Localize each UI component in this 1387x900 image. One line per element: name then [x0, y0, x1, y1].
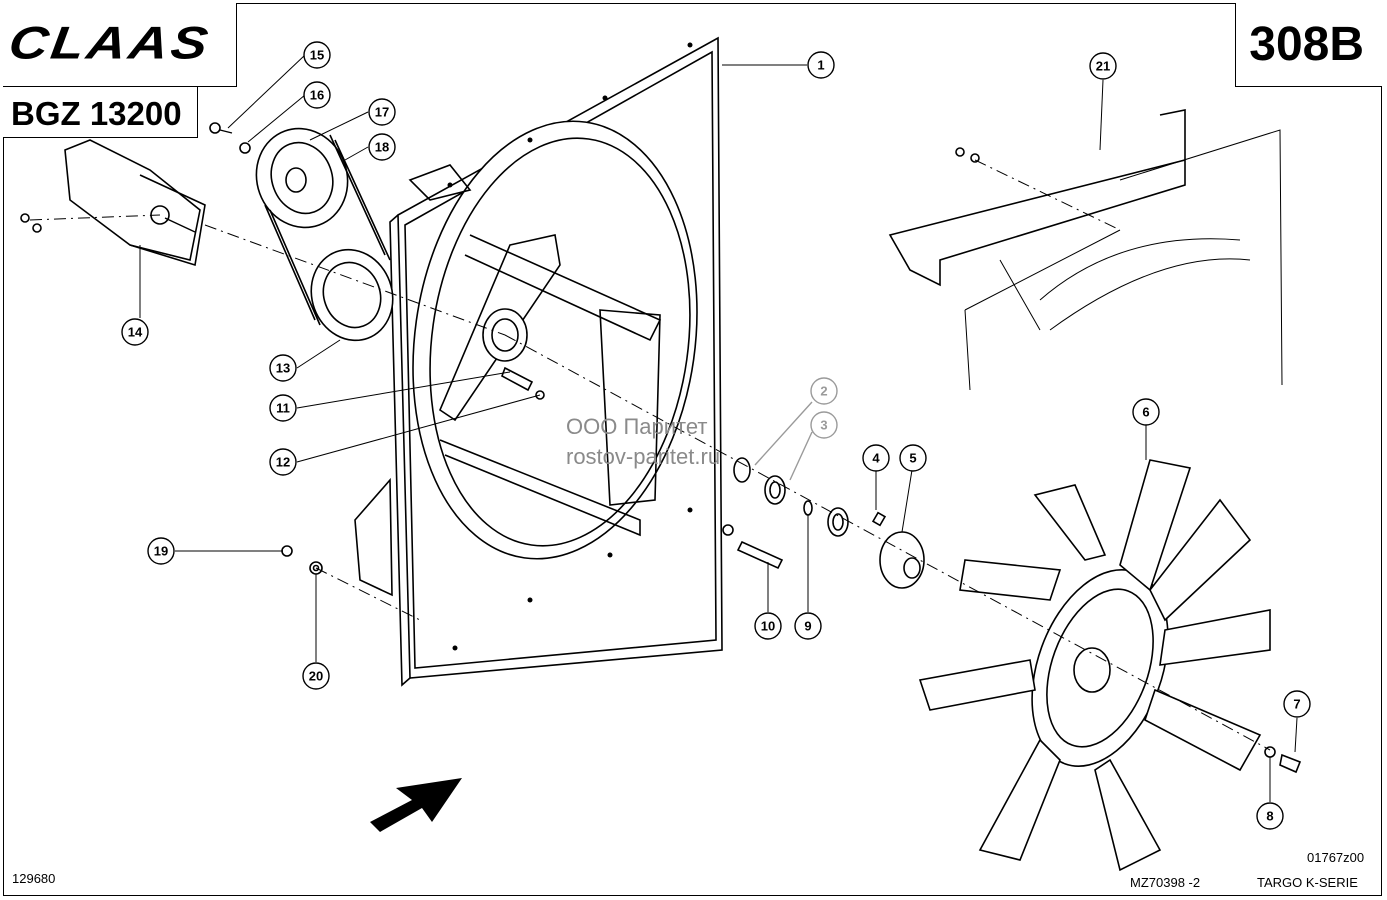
- leader-lines: [139, 54, 1298, 802]
- svg-text:19: 19: [154, 544, 168, 559]
- watermark: ООО Паритет rostov-paritet.ru: [566, 412, 720, 472]
- callout-17: 17: [368, 98, 396, 126]
- hydraulic-motor: [20, 139, 206, 267]
- callout-20: 20: [302, 662, 330, 690]
- callout-15: 15: [303, 41, 331, 69]
- fan-shroud: [354, 36, 723, 687]
- centre-lines: [29, 159, 1271, 751]
- callout-6: 6: [1132, 398, 1160, 426]
- svg-text:17: 17: [375, 105, 389, 120]
- belt-drive: [209, 122, 394, 342]
- page-code-box: 308B: [1235, 3, 1382, 87]
- svg-text:7: 7: [1293, 697, 1300, 712]
- svg-text:9: 9: [804, 619, 811, 634]
- callout-5: 5: [899, 444, 927, 472]
- callout-21: 21: [1089, 52, 1117, 80]
- svg-text:21: 21: [1096, 59, 1110, 74]
- svg-text:1: 1: [817, 58, 824, 73]
- svg-text:10: 10: [761, 619, 775, 634]
- callout-10: 10: [754, 612, 782, 640]
- group-code-box: BGZ 13200: [3, 86, 198, 138]
- series-name: TARGO K-SERIE: [1257, 875, 1358, 890]
- svg-text:14: 14: [128, 325, 143, 340]
- svg-text:11: 11: [276, 401, 290, 416]
- callout-14: 14: [121, 318, 149, 346]
- fan-wheel: [918, 459, 1302, 872]
- svg-text:16: 16: [310, 88, 324, 103]
- svg-text:12: 12: [276, 455, 290, 470]
- callout-13: 13: [269, 354, 297, 382]
- callout-9: 9: [794, 612, 822, 640]
- illustration-code: 01767z00: [1307, 850, 1365, 865]
- callout-3: 3: [810, 411, 838, 439]
- svg-text:13: 13: [276, 361, 290, 376]
- svg-text:4: 4: [872, 451, 880, 466]
- bottom-fasteners: [281, 545, 323, 575]
- group-code: BGZ 13200: [11, 95, 182, 132]
- drawing-number: MZ70398 -2: [1130, 875, 1201, 890]
- callout-4: 4: [862, 444, 890, 472]
- svg-text:3: 3: [820, 418, 827, 433]
- svg-text:8: 8: [1266, 809, 1273, 824]
- watermark-company: ООО Паритет: [566, 414, 708, 439]
- svg-text:18: 18: [375, 140, 389, 155]
- sheet-frame: [3, 3, 1382, 896]
- svg-text:6: 6: [1142, 405, 1149, 420]
- svg-text:2: 2: [820, 384, 827, 399]
- callout-2: 2: [810, 377, 838, 405]
- svg-text:5: 5: [909, 451, 916, 466]
- callout-16: 16: [303, 81, 331, 109]
- callout-11: 11: [269, 394, 297, 422]
- callout-8: 8: [1256, 802, 1284, 830]
- callout-1: 1: [807, 51, 835, 79]
- watermark-site: rostov-paritet.ru: [566, 444, 721, 469]
- shaft-components: [501, 366, 925, 589]
- support-bracket: [888, 109, 1283, 391]
- callout-7: 7: [1283, 690, 1311, 718]
- doc-number: 129680: [12, 871, 56, 886]
- callout-19: 19: [147, 537, 175, 565]
- direction-arrow: [370, 778, 462, 832]
- callout-18: 18: [368, 133, 396, 161]
- svg-text:15: 15: [310, 48, 324, 63]
- callout-12: 12: [269, 448, 297, 476]
- svg-text:20: 20: [309, 669, 323, 684]
- logo-box: CLAAS: [3, 3, 237, 87]
- page-code: 308B: [1249, 18, 1364, 71]
